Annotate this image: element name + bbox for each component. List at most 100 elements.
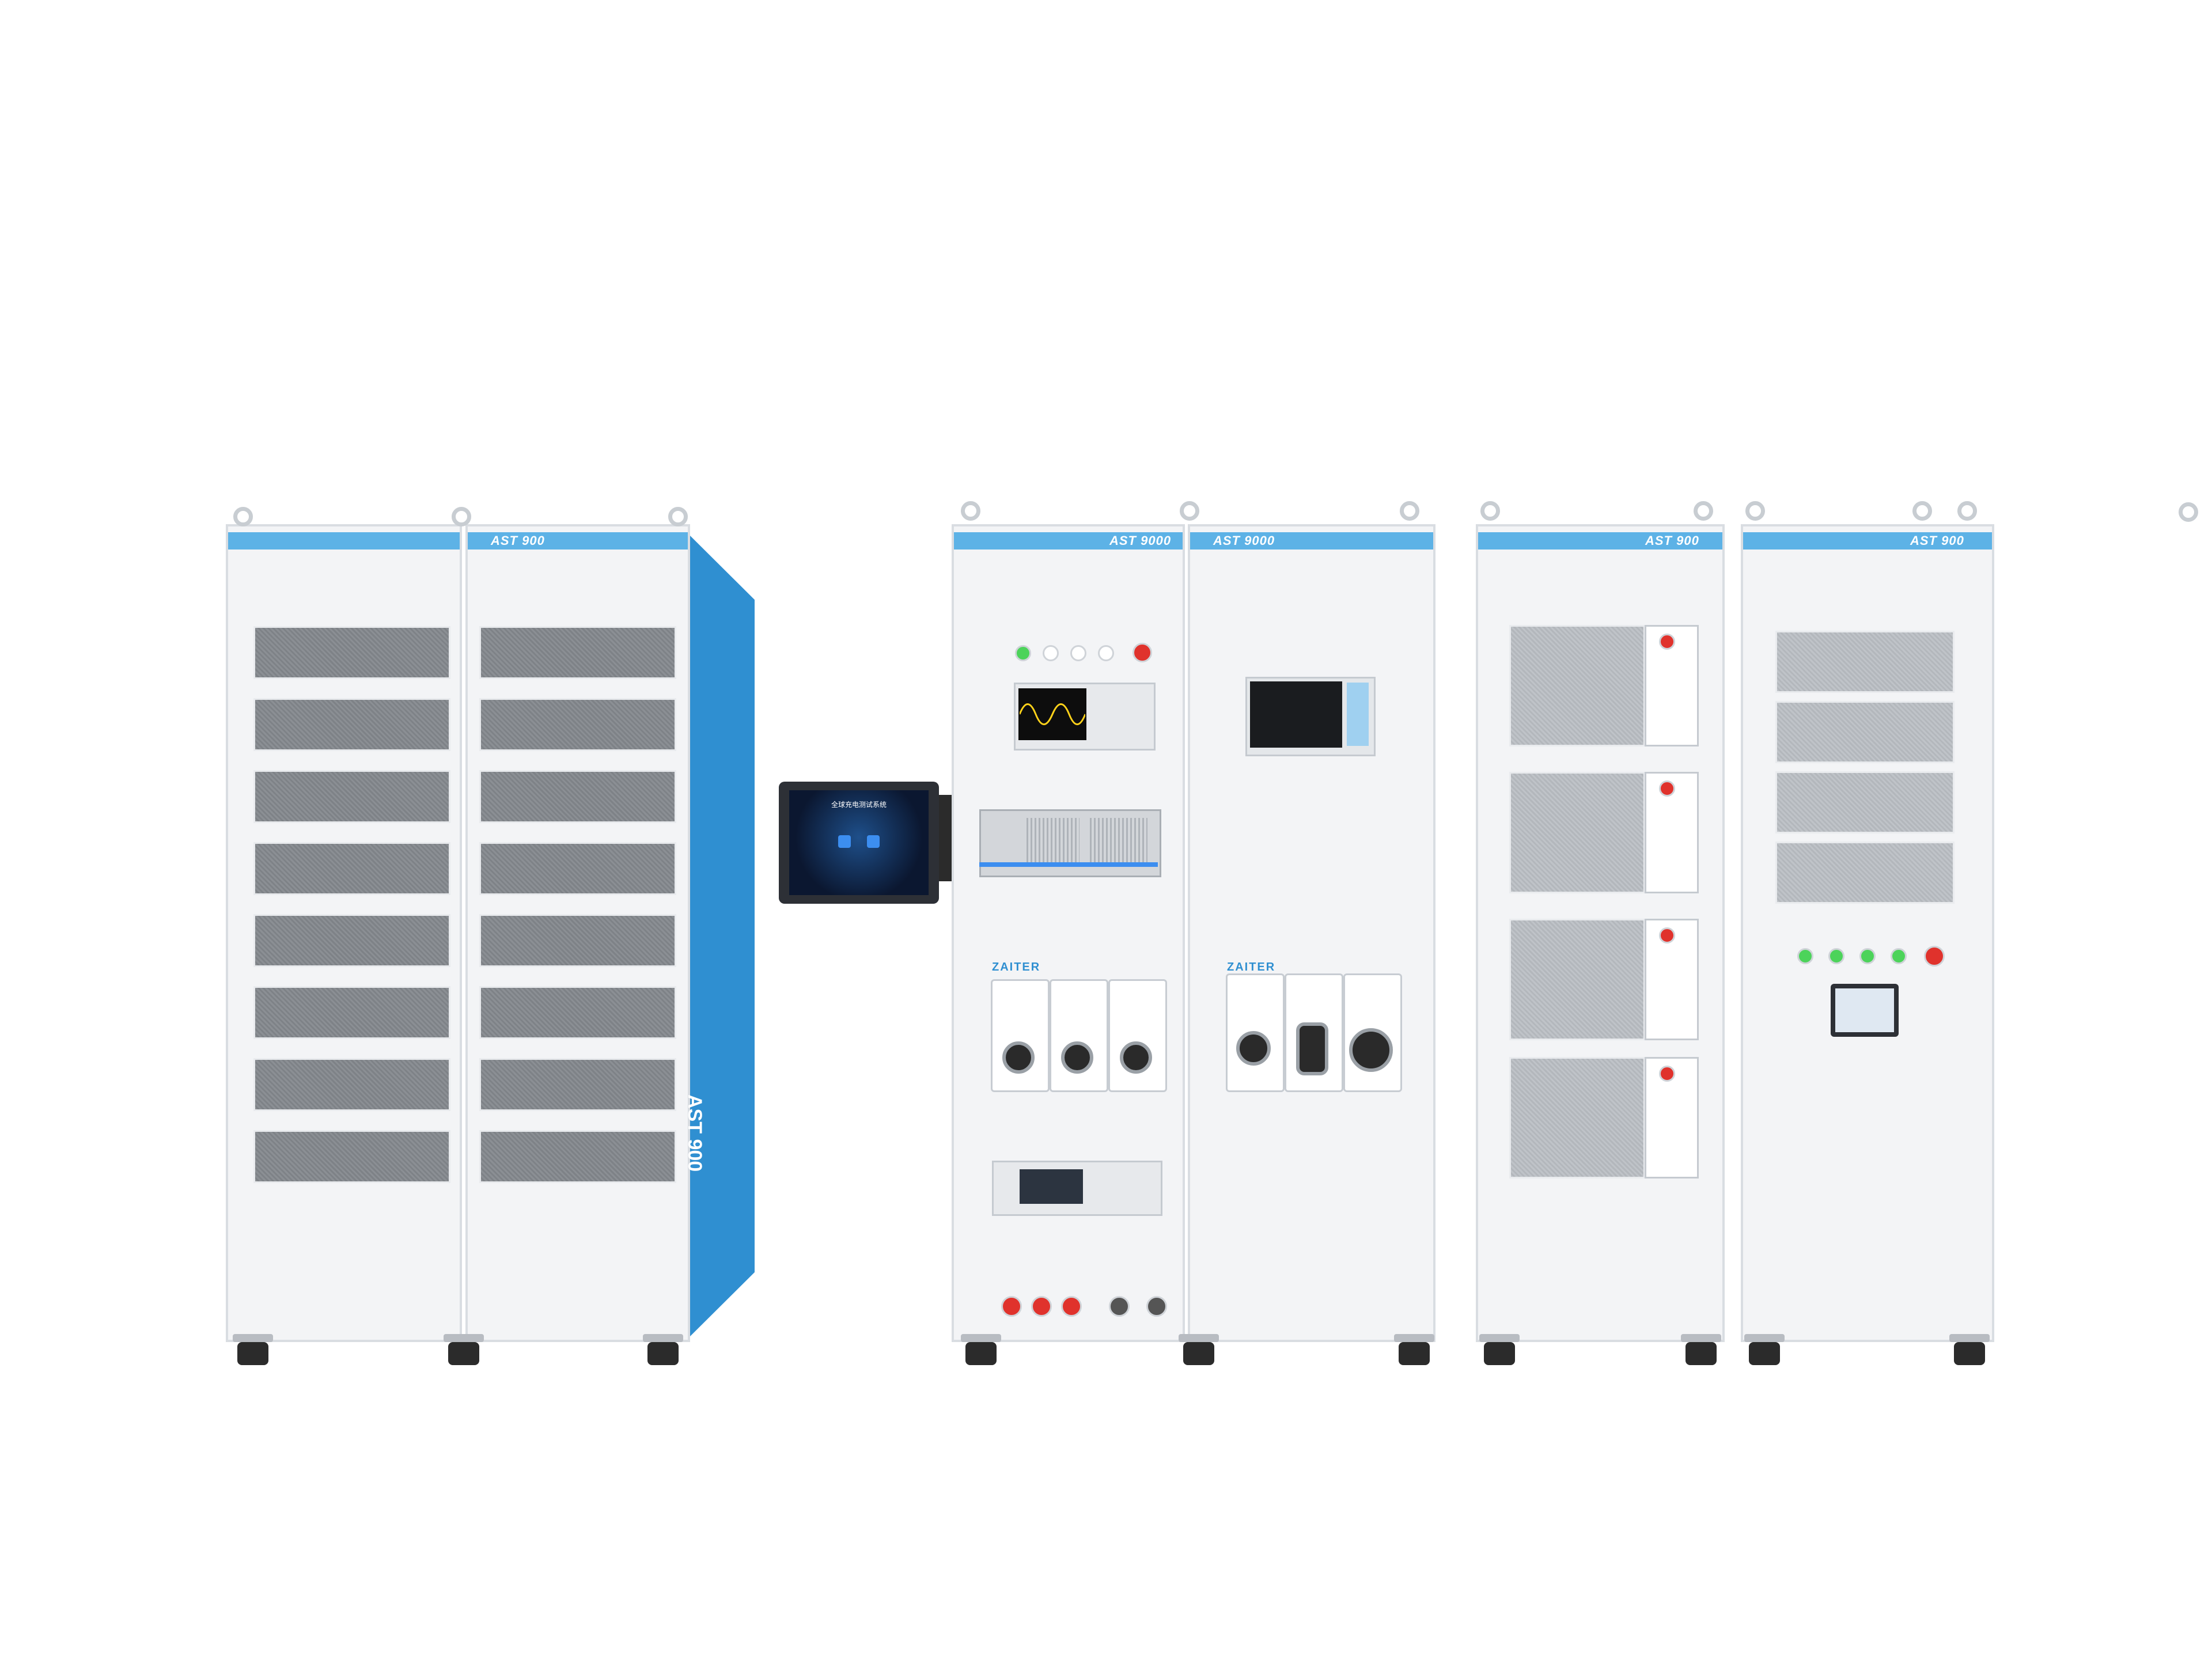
binding-post-red (1031, 1296, 1052, 1317)
load-module-vent (1509, 625, 1645, 746)
cabinet-top-band (468, 532, 688, 550)
cabinet-model-label: AST 900 (1910, 533, 1964, 548)
cabinet-top-band (1190, 532, 1433, 550)
hmi-screen (1835, 988, 1894, 1032)
load-module-vent (1509, 1057, 1645, 1178)
cabinet-model-label: AST 9000 (1213, 533, 1275, 548)
vent-panel (479, 842, 676, 895)
indicator-lamp-green (1797, 948, 1813, 964)
binding-post-black (1109, 1296, 1130, 1317)
caster-wheel (1394, 1334, 1434, 1365)
caster-wheel (1744, 1334, 1785, 1365)
lift-ring (1694, 501, 1713, 521)
load-module-vent (1509, 919, 1645, 1040)
vent-panel (253, 1130, 450, 1183)
vent-panel (253, 914, 450, 967)
indicator-lamp-green (1828, 948, 1844, 964)
lift-ring (1180, 501, 1199, 521)
lift-ring (1400, 501, 1419, 521)
indicator-lamp (1070, 645, 1086, 661)
lift-ring (1480, 501, 1500, 521)
rack-vent (1027, 818, 1080, 864)
vent-panel (1775, 631, 1955, 693)
power-analyzer-screen (1020, 1169, 1083, 1204)
charger-socket-module (1226, 973, 1285, 1092)
terminal-red (1659, 927, 1675, 943)
lift-ring (1745, 501, 1765, 521)
caster-wheel (233, 1334, 273, 1365)
tablet-icon (867, 835, 880, 848)
tablet-screen (789, 790, 929, 895)
charging-connector-icon (1120, 1041, 1152, 1074)
vent-panel (479, 986, 676, 1039)
vent-panel (479, 626, 676, 679)
instrument-screen (1250, 681, 1342, 748)
vent-panel (479, 1130, 676, 1183)
terminal-red (1659, 780, 1675, 797)
instrument-keypad (1347, 683, 1369, 746)
tablet-icon (838, 835, 851, 848)
tablet-title: 全球充电测试系统 (831, 801, 887, 809)
vent-panel (479, 1058, 676, 1111)
indicator-lamp (1098, 645, 1114, 661)
waveform-icon (1020, 703, 1085, 725)
charger-socket-module (1050, 979, 1108, 1092)
lift-ring (1912, 501, 1932, 521)
charging-connector-icon (1349, 1028, 1393, 1072)
lift-ring (233, 507, 253, 526)
charging-connector-icon (1002, 1041, 1035, 1074)
lift-ring (452, 507, 471, 526)
emergency-stop-button[interactable] (1132, 643, 1152, 662)
rack-accent-strip (979, 862, 1158, 867)
caster-wheel (1681, 1334, 1721, 1365)
caster-wheel (961, 1334, 1001, 1365)
cabinet-top-band (1478, 532, 1722, 550)
binding-post-black (1146, 1296, 1167, 1317)
cabinet-model-label: AST 900 (1645, 533, 1699, 548)
rack-vent (1090, 818, 1147, 864)
charger-socket-module (1108, 979, 1167, 1092)
binding-post-red (1001, 1296, 1022, 1317)
binding-post-red (1061, 1296, 1082, 1317)
charger-socket-module (991, 979, 1050, 1092)
vent-panel (479, 698, 676, 751)
vent-panel (253, 842, 450, 895)
cabinet-top-band (1743, 532, 1992, 550)
indicator-lamp-green (1859, 948, 1876, 964)
cabinet-model-label: AST 900 (491, 533, 545, 548)
brand-label: ZAITER (992, 961, 1041, 973)
indicator-lamp-green (1015, 645, 1031, 661)
vent-panel (253, 626, 450, 679)
brand-label: ZAITER (1227, 961, 1276, 973)
load-module-vent (1509, 772, 1645, 893)
vent-panel (1775, 771, 1955, 833)
emergency-stop-button[interactable] (1924, 946, 1945, 967)
caster-wheel (1949, 1334, 1990, 1365)
charging-connector-icon (1236, 1031, 1271, 1066)
terminal-red (1659, 634, 1675, 650)
lift-ring (2179, 502, 2198, 522)
indicator-lamp-green (1891, 948, 1907, 964)
cabinet-top-band (228, 532, 460, 550)
vent-panel (1775, 842, 1955, 904)
vent-panel (253, 698, 450, 751)
vent-panel (479, 770, 676, 823)
cabinet-top-band (954, 532, 1183, 550)
lift-ring (668, 507, 688, 526)
vent-panel (253, 1058, 450, 1111)
charging-connector-icon (1296, 1022, 1328, 1075)
caster-wheel (444, 1334, 484, 1365)
tablet-arm (939, 795, 952, 881)
cabinet-middle-2: AST 9000 (1188, 524, 1435, 1342)
vent-panel (1775, 701, 1955, 763)
vent-panel (479, 914, 676, 967)
charging-connector-icon (1061, 1041, 1093, 1074)
cabinet-model-label: AST 9000 (1109, 533, 1172, 548)
indicator-lamp (1043, 645, 1059, 661)
terminal-red (1659, 1066, 1675, 1082)
caster-wheel (1179, 1334, 1219, 1365)
lift-ring (1957, 501, 1977, 521)
lift-ring (961, 501, 980, 521)
caster-wheel (643, 1334, 683, 1365)
